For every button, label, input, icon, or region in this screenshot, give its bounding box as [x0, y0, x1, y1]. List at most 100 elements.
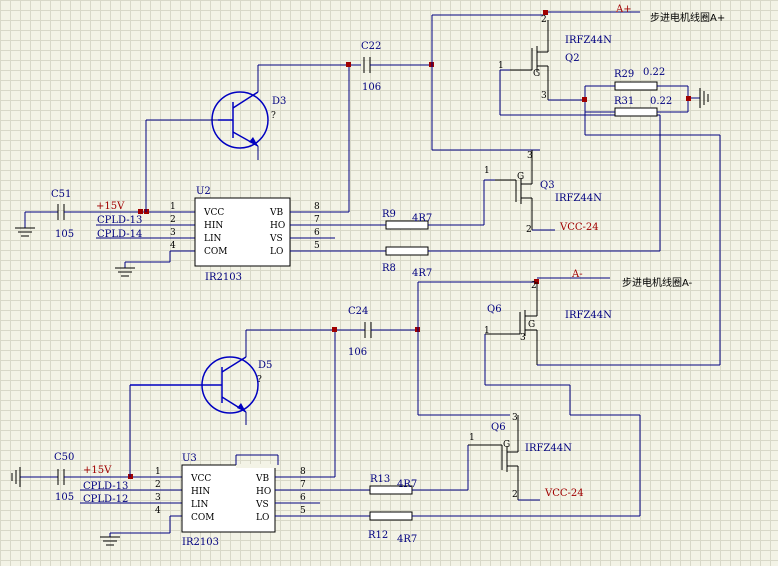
- mosfet-q6-lower[interactable]: 1 3 2 G Q6 IRFZ44N: [468, 413, 572, 500]
- ground-icon: [115, 262, 135, 277]
- coil-label-a-minus: 步进电机线圈A-: [622, 276, 693, 289]
- r9-ref: R9: [382, 209, 396, 220]
- pin-name: LIN: [191, 500, 209, 510]
- pin-number: 1: [484, 326, 490, 336]
- pin-number: 7: [300, 480, 306, 490]
- pin-number: 3: [170, 228, 176, 238]
- q6-part: IRFZ44N: [565, 310, 612, 321]
- r12-ref: R12: [368, 530, 388, 541]
- pin-name: G: [503, 440, 510, 450]
- pin-number: 4: [170, 241, 176, 251]
- pin-number: 8: [300, 467, 306, 477]
- pin-name: HO: [256, 487, 271, 497]
- junction-dot: [534, 279, 539, 284]
- pin-number: 8: [314, 202, 320, 212]
- r12-value: 4R7: [397, 534, 417, 545]
- r29-ref: R29: [614, 69, 634, 80]
- q2-ref: Q2: [565, 53, 580, 64]
- junction-dot: [582, 97, 587, 102]
- pin-number: 2: [512, 490, 518, 500]
- r8-ref: R8: [382, 263, 396, 274]
- q3-part: IRFZ44N: [555, 193, 602, 204]
- q6-ref: Q6: [491, 422, 506, 433]
- resistor-r13[interactable]: R13 4R7: [369, 474, 417, 495]
- d3-ref: D3: [272, 96, 286, 107]
- vcc-label: VCC-24: [559, 222, 599, 233]
- c50-ref: C50: [54, 452, 74, 463]
- resistor-r9[interactable]: R9 4R7: [382, 209, 432, 230]
- q6-ref: Q6: [487, 304, 502, 315]
- supply-label: +15V: [96, 201, 125, 212]
- mosfet-q2[interactable]: 1 2 3 G IRFZ44N Q2: [498, 15, 612, 101]
- pin-number: 1: [170, 202, 176, 212]
- q3-ref: Q3: [540, 180, 555, 191]
- pin-number: 4: [155, 506, 161, 516]
- ic-part: IR2103: [182, 537, 219, 548]
- mosfet-q6-upper[interactable]: 1 2 3 G Q6 IRFZ44N: [484, 281, 612, 365]
- r13-ref: R13: [370, 474, 390, 485]
- ground-icon: [100, 533, 120, 546]
- junction-dot: [332, 327, 337, 332]
- resistor-r12[interactable]: R12 4R7: [368, 511, 417, 545]
- pin-number: 5: [300, 506, 306, 516]
- resistor-r31[interactable]: R31 0.22: [614, 96, 672, 117]
- coil-label-a-plus: 步进电机线圈A+: [650, 11, 725, 24]
- pin-number: 3: [512, 413, 518, 423]
- pin-number: 5: [314, 241, 320, 251]
- pin-number: 1: [498, 61, 504, 71]
- c51-ref: C51: [51, 189, 71, 200]
- pin-number: 3: [520, 333, 526, 343]
- d3-pin: ?: [271, 111, 276, 121]
- mosfet-q3[interactable]: 1 3 2 G Q3 IRFZ44N: [484, 150, 602, 235]
- d5-pin: ?: [257, 375, 262, 385]
- ic-u2[interactable]: U2 IR2103 VCC HIN LIN COM VB HO VS LO 1 …: [170, 186, 320, 283]
- vcc-label: VCC-24: [544, 488, 584, 499]
- pin-name: LO: [256, 513, 269, 523]
- capacitor-c22[interactable]: C22 106: [361, 41, 381, 93]
- resistor-r29[interactable]: R29 0.22: [614, 67, 665, 91]
- capacitor-c51[interactable]: C51 105: [25, 189, 146, 240]
- pin-name: LIN: [204, 234, 222, 244]
- ic-u3[interactable]: U3 IR2103 VCC HIN LIN COM VB HO VS LO 1 …: [155, 453, 306, 548]
- ground-icon: [15, 212, 35, 237]
- c51-value: 105: [55, 229, 74, 240]
- pin-name: HO: [270, 221, 285, 231]
- pin-number: 2: [170, 215, 176, 225]
- input-label-lin: CPLD-12: [83, 494, 128, 505]
- ic-ref: U2: [196, 186, 211, 197]
- pin-name: HIN: [204, 221, 223, 231]
- pin-number: 1: [484, 166, 490, 176]
- pin-name: VS: [269, 234, 283, 244]
- net-label-a-minus: A-: [571, 269, 583, 280]
- c24-ref: C24: [348, 306, 368, 317]
- ic-part: IR2103: [205, 272, 242, 283]
- transistor-d3[interactable]: D3 ?: [211, 91, 286, 149]
- pin-name: VB: [255, 474, 269, 484]
- pin-number: 3: [155, 493, 161, 503]
- pin-name: COM: [191, 513, 214, 523]
- c24-value: 106: [348, 347, 367, 358]
- c22-value: 106: [362, 82, 381, 93]
- junction-dot: [138, 209, 143, 214]
- r13-value: 4R7: [397, 479, 417, 490]
- pin-number: 2: [526, 225, 532, 235]
- pin-name: VB: [269, 208, 283, 218]
- r31-ref: R31: [614, 96, 634, 107]
- ground-icon: [699, 88, 709, 108]
- junction-dot: [346, 62, 351, 67]
- pin-number: 3: [527, 151, 533, 161]
- q6-part: IRFZ44N: [525, 443, 572, 454]
- pin-number: 1: [155, 467, 161, 477]
- resistor-r8[interactable]: R8 4R7: [382, 246, 432, 279]
- transistor-d5[interactable]: D5 ?: [130, 356, 272, 414]
- junction-dot: [543, 10, 548, 15]
- capacitor-c24[interactable]: C24 106: [348, 306, 372, 358]
- r8-value: 4R7: [412, 268, 432, 279]
- d5-ref: D5: [258, 360, 272, 371]
- c22-ref: C22: [361, 41, 381, 52]
- c50-value: 105: [55, 492, 74, 503]
- pin-number: 2: [541, 15, 547, 25]
- pin-name: HIN: [191, 487, 210, 497]
